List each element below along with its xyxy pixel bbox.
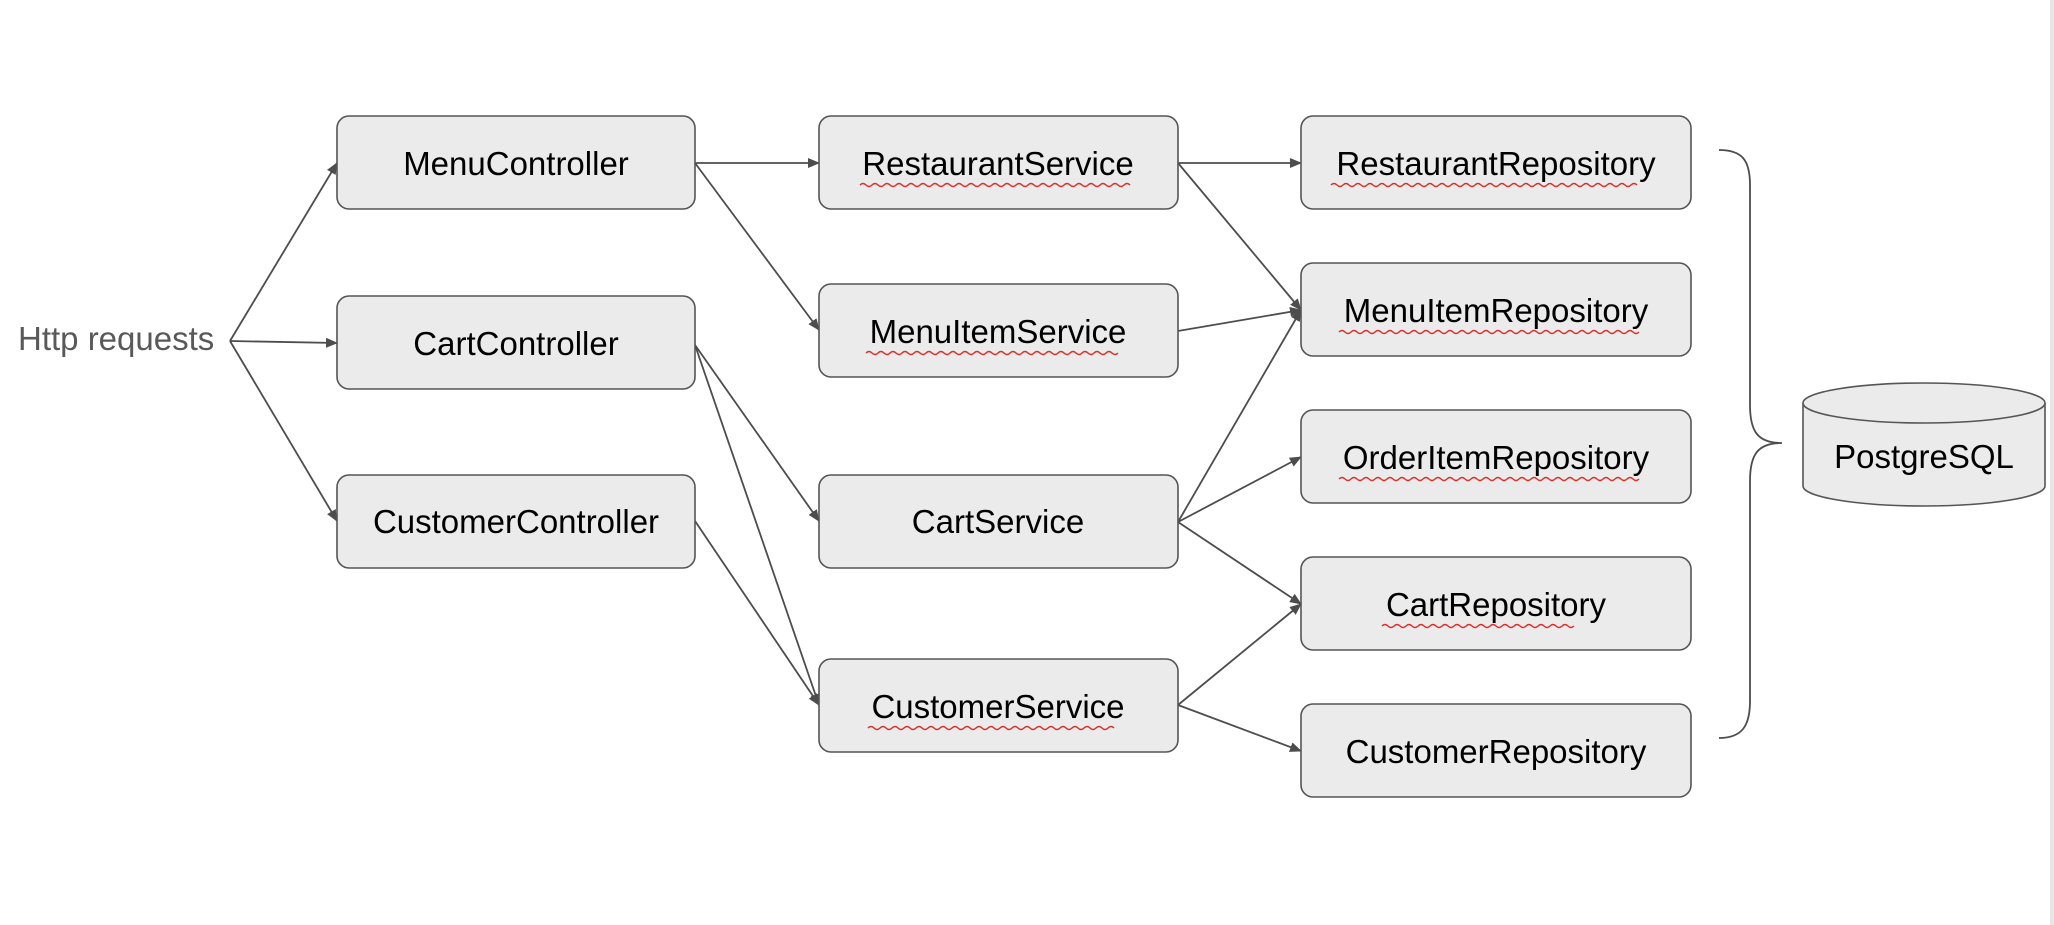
controller-node: CartController <box>336 295 696 390</box>
restaurant-service-label: RestaurantService <box>862 145 1133 182</box>
curly-brace <box>1718 149 1783 739</box>
cart-controller-box <box>336 295 696 390</box>
customer-repository-label: CustomerRepository <box>1346 733 1647 770</box>
spellcheck-underline <box>1338 329 1640 335</box>
repository-node: MenuItemRepository <box>1300 262 1692 357</box>
menu-item-repository-label: MenuItemRepository <box>1344 292 1649 329</box>
spellcheck-underline <box>865 350 1119 356</box>
customer-controller-label: CustomerController <box>373 503 659 540</box>
restaurant-service-box <box>818 115 1179 210</box>
right-edge-strip <box>2050 0 2054 925</box>
menu-controller-box <box>336 115 696 210</box>
edge-customer-controller-to-customer-service <box>694 520 820 706</box>
cart-service-box <box>818 474 1179 569</box>
edge-customer-service-to-cart-repository <box>1177 603 1302 706</box>
edge-restaurant-service-to-menu-item-repository <box>1177 162 1302 311</box>
restaurant-repository-label: RestaurantRepository <box>1336 145 1656 182</box>
edge-menu-controller-to-menu-item-service <box>694 162 820 331</box>
http-requests-label: Http requests <box>18 320 214 357</box>
spellcheck-underline <box>1381 623 1575 629</box>
edge-source-to-menu-controller <box>229 162 338 342</box>
cart-repository-label: CartRepository <box>1386 586 1607 623</box>
edge-cart-service-to-cart-repository <box>1177 521 1302 605</box>
service-node: MenuItemService <box>818 283 1179 378</box>
database-cylinder-top <box>1802 382 2046 424</box>
postgresql-database: PostgreSQL <box>1802 382 2046 507</box>
repository-node: OrderItemRepository <box>1300 409 1692 504</box>
spellcheck-underline <box>859 182 1131 188</box>
controller-node: CustomerController <box>336 474 696 569</box>
cart-repository-box <box>1300 556 1692 651</box>
spellcheck-underline <box>1330 182 1638 188</box>
repository-node: RestaurantRepository <box>1300 115 1692 210</box>
postgresql-label: PostgreSQL <box>1834 438 2014 475</box>
edge-cart-service-to-menu-item-repository <box>1177 309 1302 523</box>
customer-service-box <box>818 658 1179 753</box>
edge-menu-item-service-to-menu-item-repository <box>1177 306 1302 332</box>
service-node: CustomerService <box>818 658 1179 753</box>
cart-controller-label: CartController <box>413 325 618 362</box>
edge-cart-service-to-order-item-repository <box>1177 456 1302 523</box>
menu-controller-label: MenuController <box>403 145 629 182</box>
repository-node: CartRepository <box>1300 556 1692 651</box>
edge-source-to-customer-controller <box>229 340 338 522</box>
edge-cart-controller-to-cart-service <box>694 344 820 522</box>
customer-service-label: CustomerService <box>871 688 1124 725</box>
repository-node: CustomerRepository <box>1300 703 1692 798</box>
menu-item-service-label: MenuItemService <box>870 313 1127 350</box>
edges-layer <box>229 158 1302 752</box>
edge-customer-service-to-customer-repository <box>1177 704 1302 752</box>
spellcheck-underline <box>867 725 1115 731</box>
customer-repository-box <box>1300 703 1692 798</box>
controller-node: MenuController <box>336 115 696 210</box>
order-item-repository-label: OrderItemRepository <box>1343 439 1650 476</box>
database-cylinder-body <box>1802 403 2046 507</box>
service-node: CartService <box>818 474 1179 569</box>
cart-service-label: CartService <box>912 503 1084 540</box>
edge-source-to-cart-controller <box>229 337 338 348</box>
customer-controller-box <box>336 474 696 569</box>
edge-cart-controller-to-customer-service <box>694 344 821 706</box>
spellcheck-underline <box>1338 476 1640 482</box>
service-node: RestaurantService <box>818 115 1179 210</box>
